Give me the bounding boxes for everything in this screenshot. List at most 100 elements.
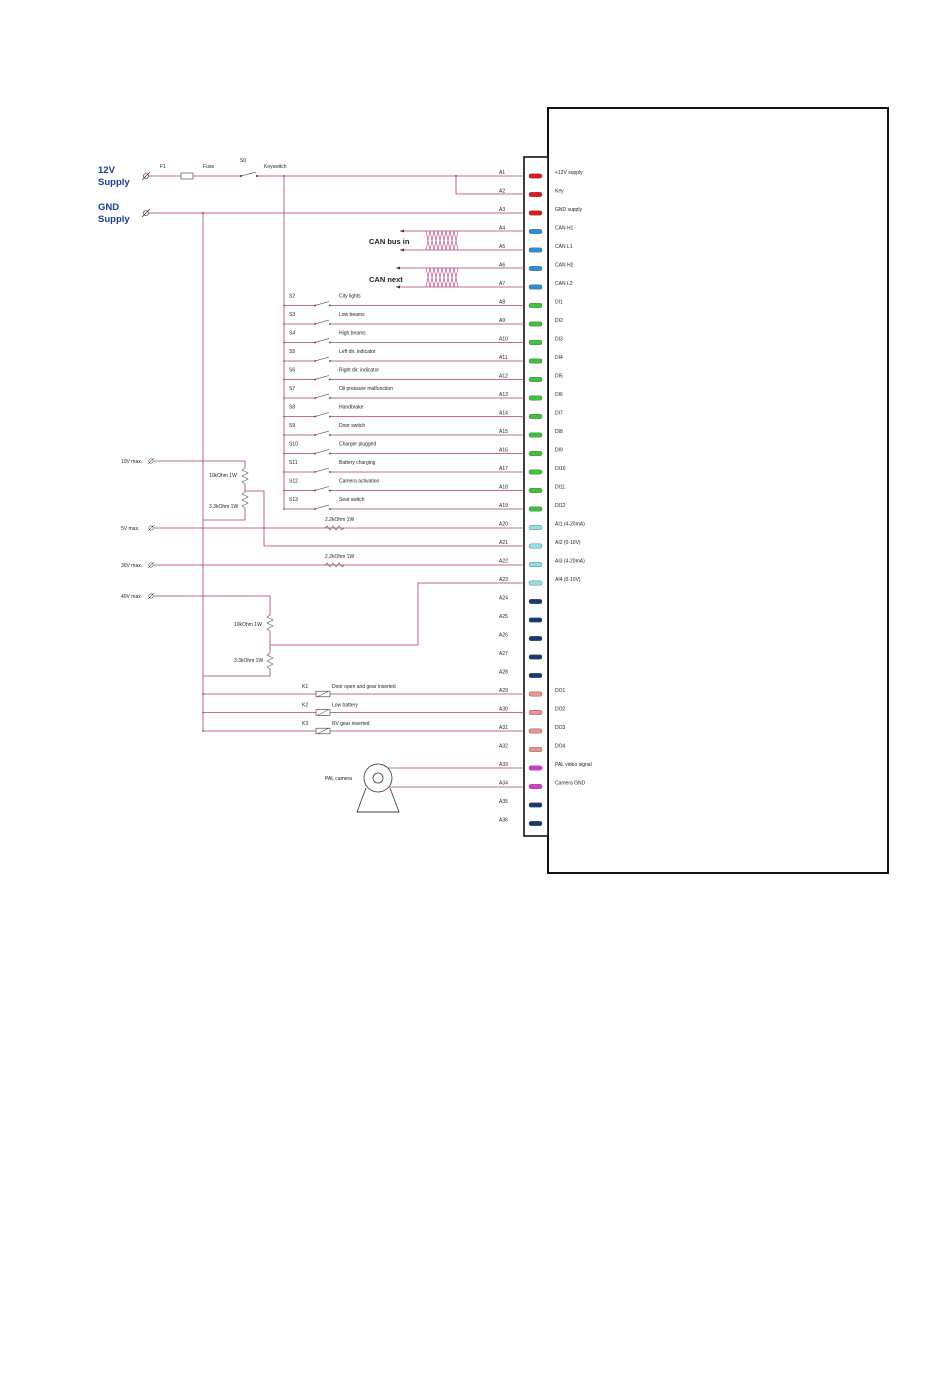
wire-ain1 (154, 460, 246, 468)
pin-signal-label: GND supply (555, 207, 582, 213)
wire-ain4 (154, 595, 271, 615)
pin-signal-label: CAN L1 (555, 244, 573, 250)
relay-junction (202, 693, 204, 695)
pin-terminal (528, 358, 543, 364)
pin-label: A27 (499, 651, 508, 657)
switch-lever (314, 375, 330, 380)
pin-terminal (528, 784, 543, 789)
relay-label: Door open and gear inserted (332, 684, 396, 690)
pin-terminal (528, 266, 543, 271)
switch-lever (314, 430, 330, 436)
r-10k-b-label: 10kOhm 1W (234, 622, 262, 628)
junction-12v-bus (283, 175, 285, 177)
pin-a27: A27 (499, 651, 543, 660)
switch-label: Camera activation (339, 479, 380, 485)
pin-label: A3 (499, 207, 505, 213)
switch-lever (314, 356, 330, 362)
switch-label: High beams (339, 331, 366, 337)
relay-junction (202, 711, 204, 714)
pin-terminal (528, 210, 543, 216)
pin-label: A10 (499, 337, 508, 343)
switch-label: Handbrake (339, 405, 364, 411)
relay-coil-mark (317, 709, 329, 716)
analog-in4-label: 40V max. (121, 594, 142, 600)
analog-in2-label: 5V max. (121, 526, 139, 532)
pin-label: A25 (499, 614, 508, 620)
switch-contact (329, 489, 331, 492)
pin-terminal (528, 229, 543, 234)
resistor-2k2-b (324, 562, 345, 568)
analog-terminal-3 (147, 561, 155, 569)
switch-contact (329, 323, 331, 325)
switch-label: Left dir. indicator (339, 349, 376, 355)
pin-signal-label: Camera GND (555, 781, 586, 787)
switch-junction (283, 508, 285, 510)
switch-lever (314, 486, 330, 491)
switch-contact (329, 341, 331, 344)
can-bus-in-label: CAN bus in (369, 237, 410, 246)
switch-contact (329, 304, 331, 307)
switch-junction (283, 378, 285, 381)
pin-terminal (528, 673, 543, 678)
connector-block (523, 156, 549, 837)
relay-ref: K2 (302, 703, 308, 709)
switch-ref: S2 (289, 294, 295, 300)
switch-ref: S8 (289, 405, 295, 411)
pin-terminal (528, 506, 543, 512)
switch-lever (314, 449, 330, 454)
switch-contact (329, 378, 331, 381)
resistor-10k-b (266, 614, 274, 632)
switch-contact (329, 360, 331, 362)
switch-label: Keyswitch (264, 164, 287, 170)
pal-camera-symbol (356, 763, 400, 813)
fuse-label: Fuse (203, 164, 214, 170)
pin-terminal (528, 192, 543, 197)
relay-coil-mark (317, 728, 329, 734)
pin-label: A13 (499, 392, 508, 398)
pin-signal-label: DO2 (555, 707, 566, 713)
pin-terminal (528, 710, 543, 715)
pin-signal-label: DI1 (555, 300, 563, 306)
pin-terminal (528, 728, 543, 734)
analog-terminal-2 (147, 524, 155, 532)
pin-a1: A1+12V supply (499, 170, 583, 179)
pin-label: A35 (499, 799, 508, 805)
pin-a35: A35 (499, 799, 543, 808)
pin-signal-label: DI10 (555, 466, 566, 472)
pin-label: A7 (499, 281, 505, 287)
pin-label: A19 (499, 503, 508, 509)
pin-signal-label: DO4 (555, 744, 566, 750)
pin-label: A8 (499, 300, 505, 306)
pin-signal-label: AI1 (4-20mA) (555, 522, 585, 528)
switch-contact (329, 434, 331, 436)
pin-terminal (528, 691, 543, 697)
switch-junction (283, 304, 285, 307)
switch-label: Charger plugged (339, 442, 376, 448)
switch-ref: S4 (289, 331, 295, 337)
pin-label: A4 (499, 226, 505, 232)
switch-junction (283, 434, 285, 436)
switch-ref: S6 (289, 368, 295, 374)
pin-label: A30 (499, 707, 508, 713)
pin-terminal (528, 173, 543, 179)
r-10k-a-label: 10kOhm 1W (209, 473, 237, 479)
keyswitch-s0 (240, 171, 258, 177)
